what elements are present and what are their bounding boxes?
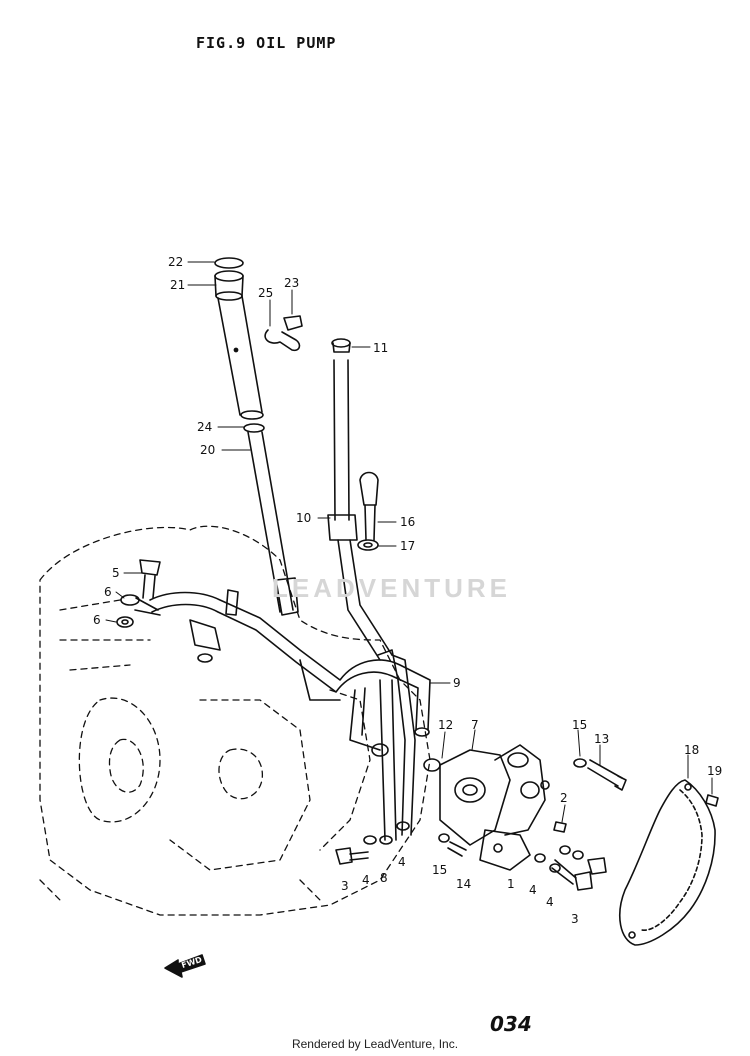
- callout-21: 21: [170, 278, 186, 292]
- callout-6-upper: 6: [104, 585, 112, 599]
- callout-24: 24: [197, 420, 213, 434]
- bolt-3-left: [335, 835, 377, 865]
- callout-1: 1: [507, 877, 515, 891]
- oil-pump-body: [423, 744, 550, 871]
- bolt-3-right: [549, 845, 607, 891]
- callout-4-b: 4: [398, 855, 406, 869]
- callout-10: 10: [296, 511, 312, 525]
- callout-15-left: 15: [432, 863, 448, 877]
- callout-13: 13: [594, 732, 610, 746]
- callout-6-lower: 6: [93, 613, 101, 627]
- page-number: 034: [490, 1012, 532, 1036]
- callout-11: 11: [373, 341, 389, 355]
- callout-23: 23: [284, 276, 300, 290]
- oil-pipe-9: [149, 591, 431, 841]
- screw-16: [357, 471, 379, 551]
- leader-lines: [105, 261, 713, 823]
- engine-case-outline: [39, 525, 431, 916]
- callout-5: 5: [112, 566, 120, 580]
- callout-25: 25: [258, 286, 274, 300]
- callout-20: 20: [200, 443, 216, 457]
- union-bolt-5: [116, 559, 239, 663]
- callout-4-a: 4: [362, 873, 370, 887]
- callout-9: 9: [453, 676, 461, 690]
- callout-14: 14: [456, 877, 472, 891]
- footer-credit: Rendered by LeadVenture, Inc.: [291, 1037, 459, 1051]
- watermark: LEADVENTURE: [272, 573, 512, 603]
- callout-3-right: 3: [571, 912, 579, 926]
- callout-7: 7: [471, 718, 479, 732]
- callout-18: 18: [684, 743, 700, 757]
- callout-19: 19: [707, 764, 723, 778]
- strainer-tube-assembly: [214, 257, 299, 616]
- callout-8: 8: [380, 871, 388, 885]
- callout-16: 16: [400, 515, 416, 529]
- figure-title: FIG.9 OIL PUMP: [196, 34, 337, 52]
- bolt-13: [573, 758, 627, 791]
- callout-4-c: 4: [529, 883, 537, 897]
- callout-3-left: 3: [341, 879, 349, 893]
- callout-15-right: 15: [572, 718, 588, 732]
- callout-17: 17: [400, 539, 416, 553]
- oil-pipe-10: [327, 338, 416, 836]
- callout-4-d: 4: [546, 895, 554, 909]
- bracket-25: [264, 315, 303, 352]
- callout-22: 22: [168, 255, 184, 269]
- bolt-14: [438, 833, 467, 857]
- callout-2: 2: [560, 791, 568, 805]
- washers-4: [379, 821, 567, 863]
- pump-cover-18: [619, 779, 719, 946]
- callout-12: 12: [438, 718, 454, 732]
- fwd-arrow-icon: [164, 954, 206, 978]
